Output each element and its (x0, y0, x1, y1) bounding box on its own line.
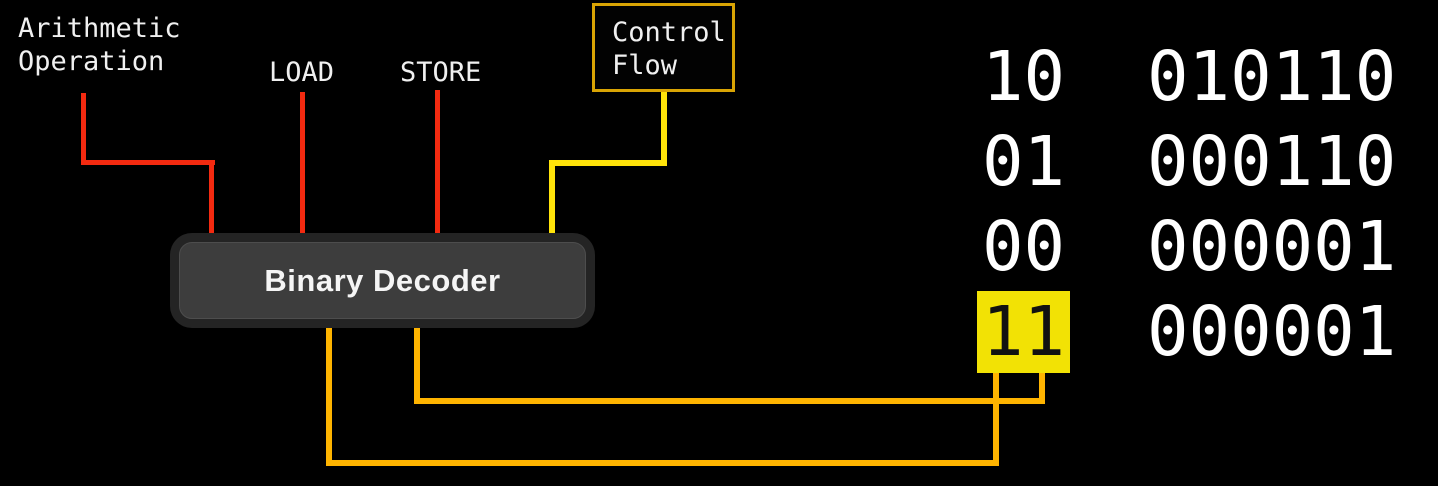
opcode-cell: 00 (982, 206, 1066, 287)
operand-cell: 000001 (1147, 291, 1397, 372)
opcode-cell: 01 (982, 121, 1066, 202)
arithmetic-wire-horizontal (81, 160, 215, 165)
control-flow-wire-vertical-2 (549, 160, 555, 237)
control-flow-wire-vertical-1 (661, 92, 667, 166)
arithmetic-operation-label: Arithmetic Operation (18, 13, 181, 77)
control-flow-box: Control Flow (592, 3, 735, 92)
store-label: STORE (400, 57, 482, 88)
operand-cell: 000110 (1147, 121, 1397, 202)
output-wire-a-horizontal (326, 460, 999, 466)
control-flow-wire-horizontal (549, 160, 667, 166)
output-wire-b-vertical-1 (414, 320, 420, 404)
binary-decoder-box: Binary Decoder (170, 233, 595, 328)
arithmetic-wire-vertical-2 (209, 160, 214, 236)
arithmetic-wire-vertical-1 (81, 93, 86, 165)
store-wire (435, 90, 440, 237)
control-flow-label: Control Flow (612, 17, 726, 81)
load-label: LOAD (269, 57, 335, 88)
binary-decoder-box-inner: Binary Decoder (179, 242, 586, 319)
binary-decoder-label: Binary Decoder (264, 262, 501, 298)
output-wire-a-vertical-1 (326, 320, 332, 466)
operand-cell: 010110 (1147, 36, 1397, 117)
operand-cell: 000001 (1147, 206, 1397, 287)
highlighted-opcode-cell: 11 (977, 290, 1071, 373)
opcode-cell: 10 (982, 36, 1066, 117)
output-wire-b-horizontal (414, 398, 1045, 404)
output-wire-a-vertical-2 (993, 371, 999, 466)
output-wire-b-vertical-2 (1039, 371, 1045, 404)
load-wire (300, 92, 305, 237)
